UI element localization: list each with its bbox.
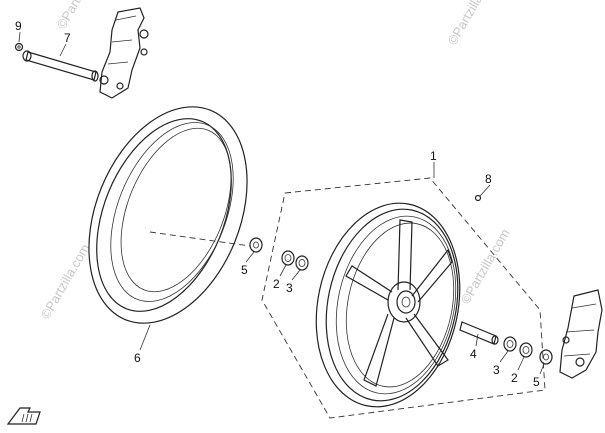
callout-2-left: 2 [273, 277, 280, 291]
right-fork-leg [559, 289, 603, 379]
leader-lines [18, 31, 545, 375]
left-bearing [281, 250, 295, 266]
right-oil-seal [503, 336, 517, 352]
front-direction-arrow-icon [6, 407, 41, 425]
callout-7: 7 [64, 31, 71, 45]
callout-3-right: 3 [493, 363, 500, 377]
callout-5-left: 5 [241, 263, 248, 277]
callout-1: 1 [430, 149, 437, 163]
axle-collar [459, 321, 499, 345]
left-oil-seal [295, 255, 309, 271]
callout-8: 8 [485, 172, 492, 186]
right-bearing [519, 342, 533, 358]
callout-4: 4 [470, 347, 477, 361]
tire-valve [474, 194, 482, 202]
wheel-assembly-outline [261, 177, 546, 419]
callout-2-right: 2 [511, 371, 518, 385]
watermark-right: ©Partzilla.com [458, 226, 513, 306]
right-spacer [539, 349, 553, 365]
watermark-top-left: ©Partzilla.com [54, 0, 109, 32]
callout-5-right: 5 [533, 375, 540, 389]
tire [88, 106, 248, 324]
callout-3-left: 3 [286, 281, 293, 295]
left-fork-leg [99, 7, 149, 99]
callout-9: 9 [15, 19, 22, 33]
axle-centreline [149, 231, 251, 247]
cast-wheel [315, 202, 461, 408]
left-spacer [249, 237, 263, 253]
front-axle [22, 50, 99, 82]
watermark-left: ©Partzilla.com [38, 241, 93, 321]
axle-nut [14, 42, 24, 52]
callout-6: 6 [134, 351, 141, 365]
watermark-top-right: ©Partzilla.com [445, 0, 500, 48]
